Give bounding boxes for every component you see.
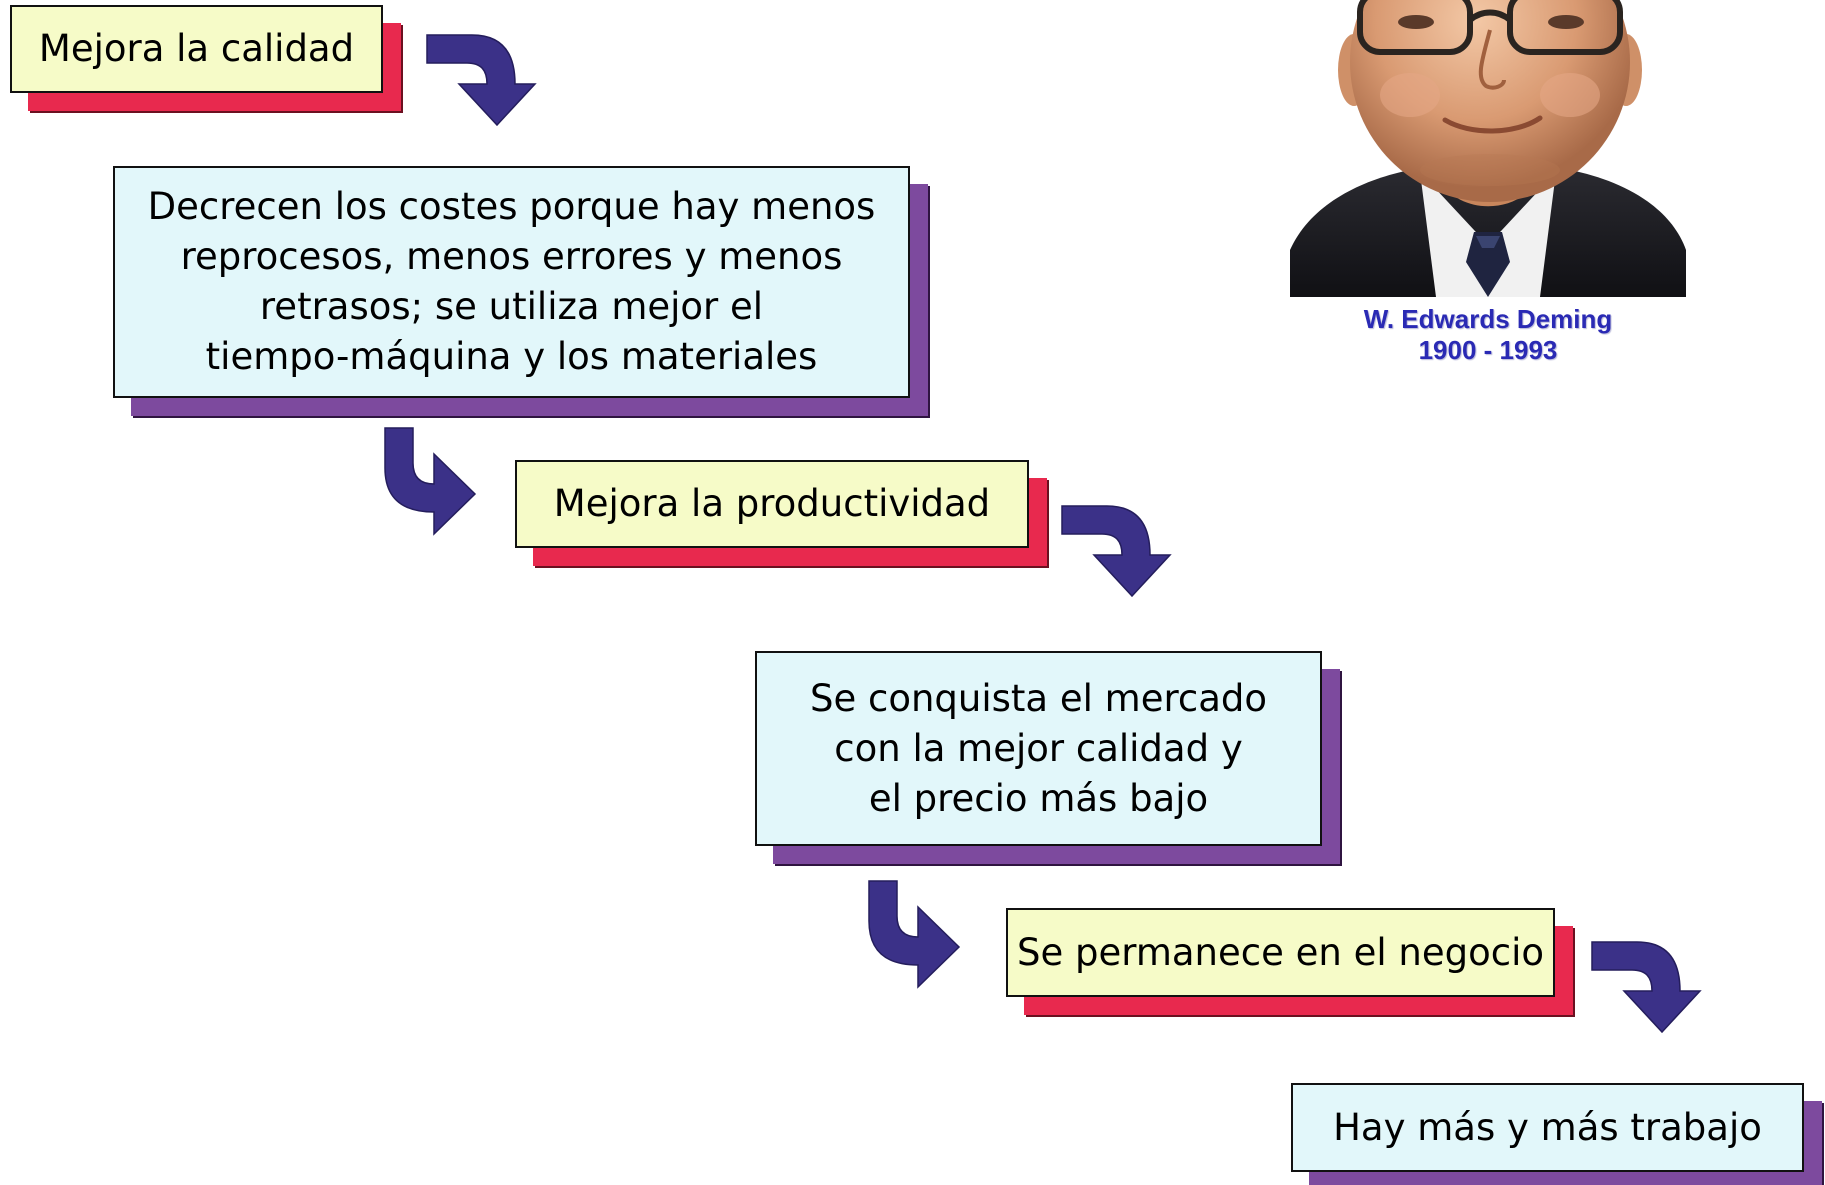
step-text: Se conquista el mercado con la mejor cal… [810, 674, 1267, 824]
step-label: Se permanece en el negocio [1017, 930, 1544, 974]
step-text-line: tiempo-máquina y los materiales [205, 335, 818, 378]
step-text-line: Decrecen los costes porque hay menos [147, 185, 876, 228]
curved-arrow-right-down-icon [426, 34, 537, 127]
curved-arrow-right-down-icon [1591, 941, 1702, 1034]
step-label: Mejora la calidad [38, 27, 355, 70]
step-box-mas-trabajo: Hay más y más trabajo [1291, 1083, 1804, 1172]
step-box-mejora-productividad: Mejora la productividad [515, 460, 1029, 548]
step-text-line: retrasos; se utiliza mejor el [259, 285, 764, 328]
curved-arrow-right-down-icon [1061, 505, 1172, 598]
step-text-line: Se conquista el mercado [809, 676, 1268, 720]
step-text-line: reprocesos, menos errores y menos [180, 235, 843, 278]
step-label: Hay más y más trabajo [1333, 1105, 1762, 1149]
step-box-permanece-negocio: Se permanece en el negocio [1006, 908, 1555, 997]
step-box-conquista-mercado: Se conquista el mercado con la mejor cal… [755, 651, 1322, 846]
portrait-caption-years: 1900 - 1993 [1418, 335, 1558, 365]
curved-arrow-down-right-icon [868, 880, 961, 989]
step-text-line: con la mejor calidad y [834, 726, 1243, 770]
portrait-caption-name: W. Edwards Deming [1363, 304, 1613, 334]
step-box-decrecen-costes: Decrecen los costes porque hay menos rep… [113, 166, 910, 398]
curved-arrow-down-right-icon [384, 427, 477, 536]
step-text: Decrecen los costes porque hay menos rep… [148, 182, 876, 382]
deming-portrait-photo [1290, 0, 1686, 297]
step-label: Mejora la productividad [553, 482, 991, 525]
step-text-line: el precio más bajo [868, 776, 1209, 820]
step-box-mejora-calidad: Mejora la calidad [10, 5, 383, 93]
